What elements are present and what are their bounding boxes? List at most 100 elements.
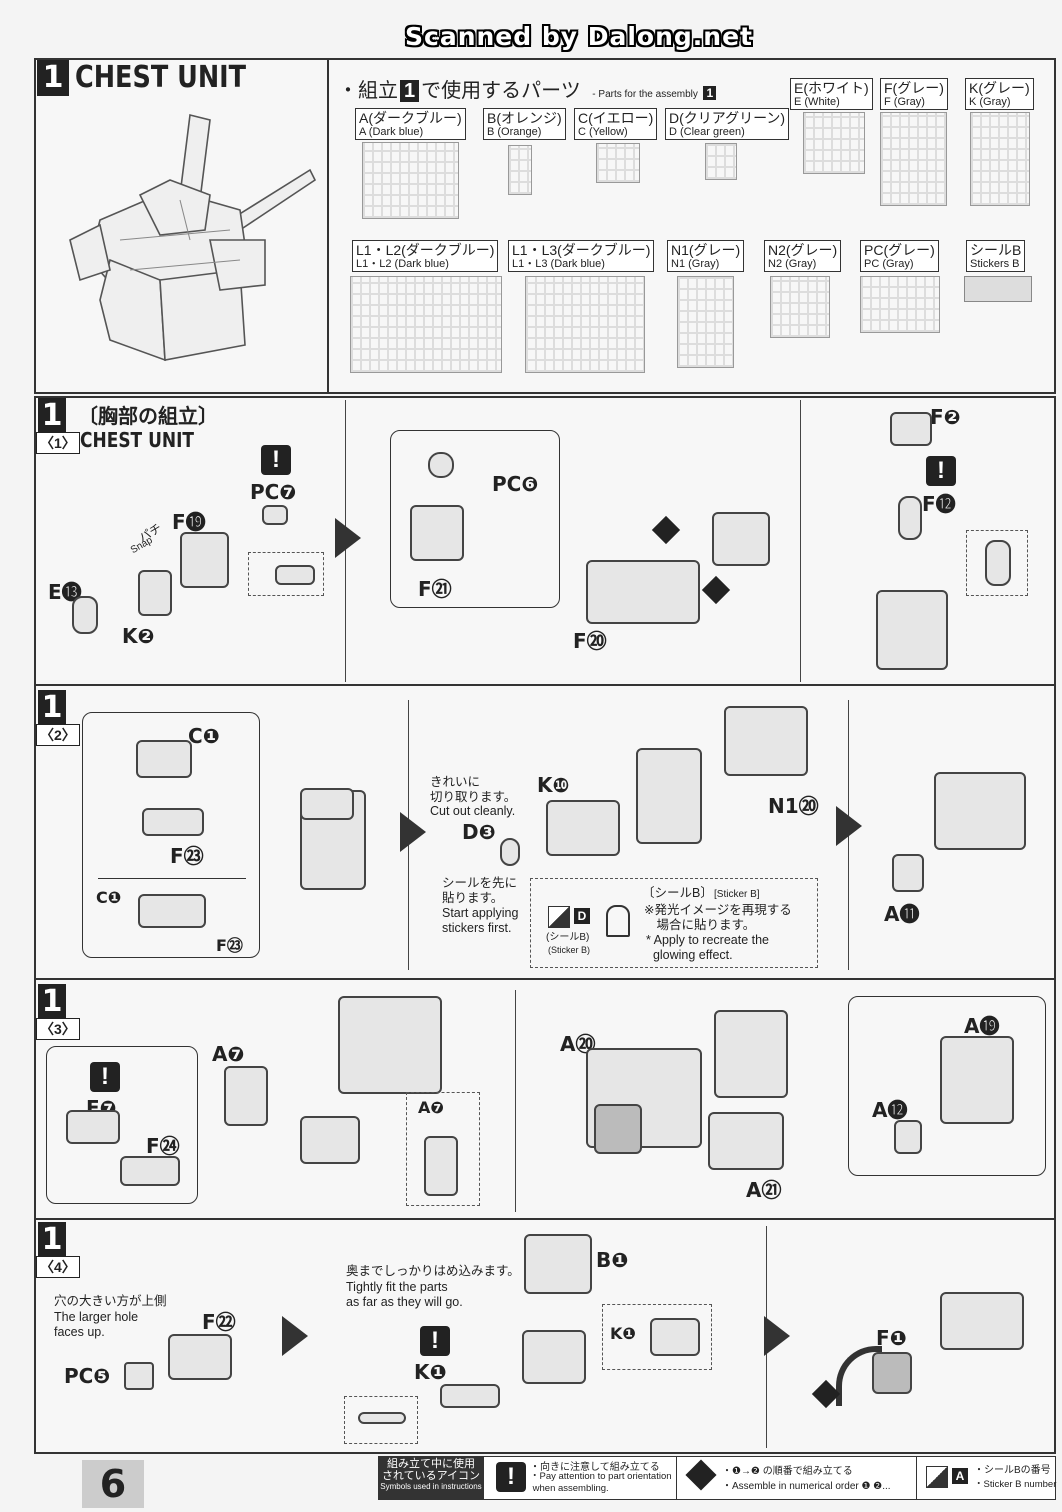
rotate-arrow (836, 1346, 882, 1406)
next-arrow-2b (836, 806, 862, 846)
part-k10 (546, 800, 620, 856)
step-3-number: 1 (38, 984, 66, 1020)
runner-n1 (677, 276, 734, 368)
footer-divider-1 (676, 1456, 677, 1500)
dashbox-k1-detail (344, 1396, 418, 1444)
runner-f (880, 112, 947, 206)
runner-l1l3 (525, 276, 645, 373)
dashbox-pc7-detail (248, 552, 324, 596)
footer-orient-en: ・Pay attention to part orientation when … (530, 1471, 672, 1494)
footer-divider-2 (916, 1456, 917, 1500)
label-n1-20: N1⑳ (768, 794, 819, 818)
label-k1: K❶ (414, 1360, 447, 1384)
label-a7b: A❼ (418, 1098, 444, 1117)
part-chest-body-4 (934, 772, 1026, 850)
parts-label-b: B(オレンジ)B (Orange) (483, 108, 566, 140)
part-e13-pilot (72, 596, 98, 634)
sticker-d-shape (606, 905, 630, 937)
parts-intro-num: 1 (400, 80, 420, 102)
seal-jp: (シールB) (546, 932, 590, 943)
scan-banner: Scanned by Dalong.net (405, 22, 754, 51)
part-a11 (892, 854, 924, 892)
step-1-divider-b (800, 400, 801, 682)
row-divider-2 (35, 978, 1055, 980)
part-pc6 (428, 452, 454, 478)
parts-label-e: E(ホワイト)E (White) (790, 78, 873, 110)
label-k1b: K❶ (610, 1324, 636, 1343)
label-k2: K❷ (122, 624, 155, 648)
label-c1: C❶ (188, 724, 220, 748)
row-divider-1 (35, 684, 1055, 686)
label-f21: F㉑ (418, 577, 452, 601)
label-f2: F❷ (930, 405, 961, 429)
parts-label-n2: N2(グレー)N2 (Gray) (764, 240, 842, 272)
parts-label-a: A(ダークブルー)A (Dark blue) (355, 108, 466, 140)
label-f23: F㉓ (170, 844, 204, 868)
runner-b (508, 145, 532, 195)
part-a19 (940, 1036, 1014, 1124)
part-pc5 (124, 1362, 154, 1390)
label-f19: F⓳ (172, 510, 206, 534)
footer-warning-icon: ! (496, 1462, 526, 1492)
seal-en: (Sticker B) (548, 945, 591, 955)
part-k1b-detail (650, 1318, 700, 1356)
part-e7 (66, 1110, 120, 1144)
runner-a (362, 142, 459, 219)
part-f24-e7-assembled (300, 1116, 360, 1164)
chest-unit-title: CHEST UNIT (75, 60, 247, 95)
bubble-divider (98, 878, 246, 879)
label-pc6: PC❻ (492, 472, 539, 496)
label-f24: F㉔ (146, 1134, 180, 1158)
label-c1b: C❶ (96, 888, 122, 907)
part-pc7-detail (275, 565, 315, 585)
label-a19: A⓳ (964, 1014, 1000, 1038)
warning-icon-k1: ! (420, 1326, 450, 1356)
warning-icon-e7: ! (90, 1062, 120, 1092)
part-c1 (136, 740, 192, 778)
footer-sticker-mark: A (952, 1468, 968, 1484)
part-chest-body-6 (586, 1048, 702, 1148)
part-b1 (524, 1234, 592, 1294)
sticker-icon (548, 906, 570, 928)
part-f23 (142, 808, 204, 836)
label-a12: A⓬ (872, 1098, 908, 1122)
part-chest-body-5 (338, 996, 442, 1094)
step-2-sub: 〈2〉 (36, 724, 80, 746)
stickerb-en: [Sticker B] (714, 889, 760, 900)
part-chest-body-7 (522, 1330, 586, 1384)
label-pc5: PC❺ (64, 1364, 111, 1388)
label-k10: K❿ (537, 773, 570, 797)
footer-icons-label: 組み立て中に使用 されているアイコン Symbols used in instr… (378, 1456, 484, 1500)
label-a21: A㉑ (746, 1178, 782, 1202)
step-3-sub: 〈3〉 (36, 1018, 80, 1040)
note-sticker-en: Start applying stickers first. (442, 906, 519, 935)
next-arrow-1a (335, 518, 361, 558)
note-hole-jp: 穴の大きい方が上側 (54, 1294, 167, 1308)
runner-k (970, 112, 1030, 206)
part-c1-on-body (300, 788, 354, 820)
glow-en: * Apply to recreate the glowing effect. (646, 933, 769, 962)
runner-e (803, 112, 865, 174)
footer-icons-jp: 組み立て中に使用 されているアイコン (381, 1458, 481, 1482)
label-f12: F⓬ (922, 492, 956, 516)
part-pc7 (262, 505, 288, 525)
runner-l1l2 (350, 276, 502, 373)
header-divider (327, 60, 329, 392)
step-4-sub: 〈4〉 (36, 1256, 80, 1278)
part-n1-20 (724, 706, 808, 776)
footer-orient-jp: ・向きに注意して組み立てる (530, 1462, 660, 1473)
part-k1-detail (358, 1412, 406, 1424)
part-f19 (180, 532, 229, 588)
label-d3: D❸ (462, 820, 496, 844)
dashbox-sticker-b (530, 878, 818, 968)
step-1-jp-title: 〔胸部の組立〕 (78, 406, 218, 428)
dashbox-a7-detail (406, 1092, 480, 1206)
runner-pc (860, 276, 940, 333)
part-f12 (898, 496, 922, 540)
part-a7-detail (424, 1136, 458, 1196)
part-f2 (890, 412, 932, 446)
part-d3 (500, 838, 520, 866)
glow-jp: ※発光イメージを再現する 場合に貼ります。 (644, 903, 792, 932)
parts-intro-en: - Parts for the assembly (592, 89, 698, 100)
